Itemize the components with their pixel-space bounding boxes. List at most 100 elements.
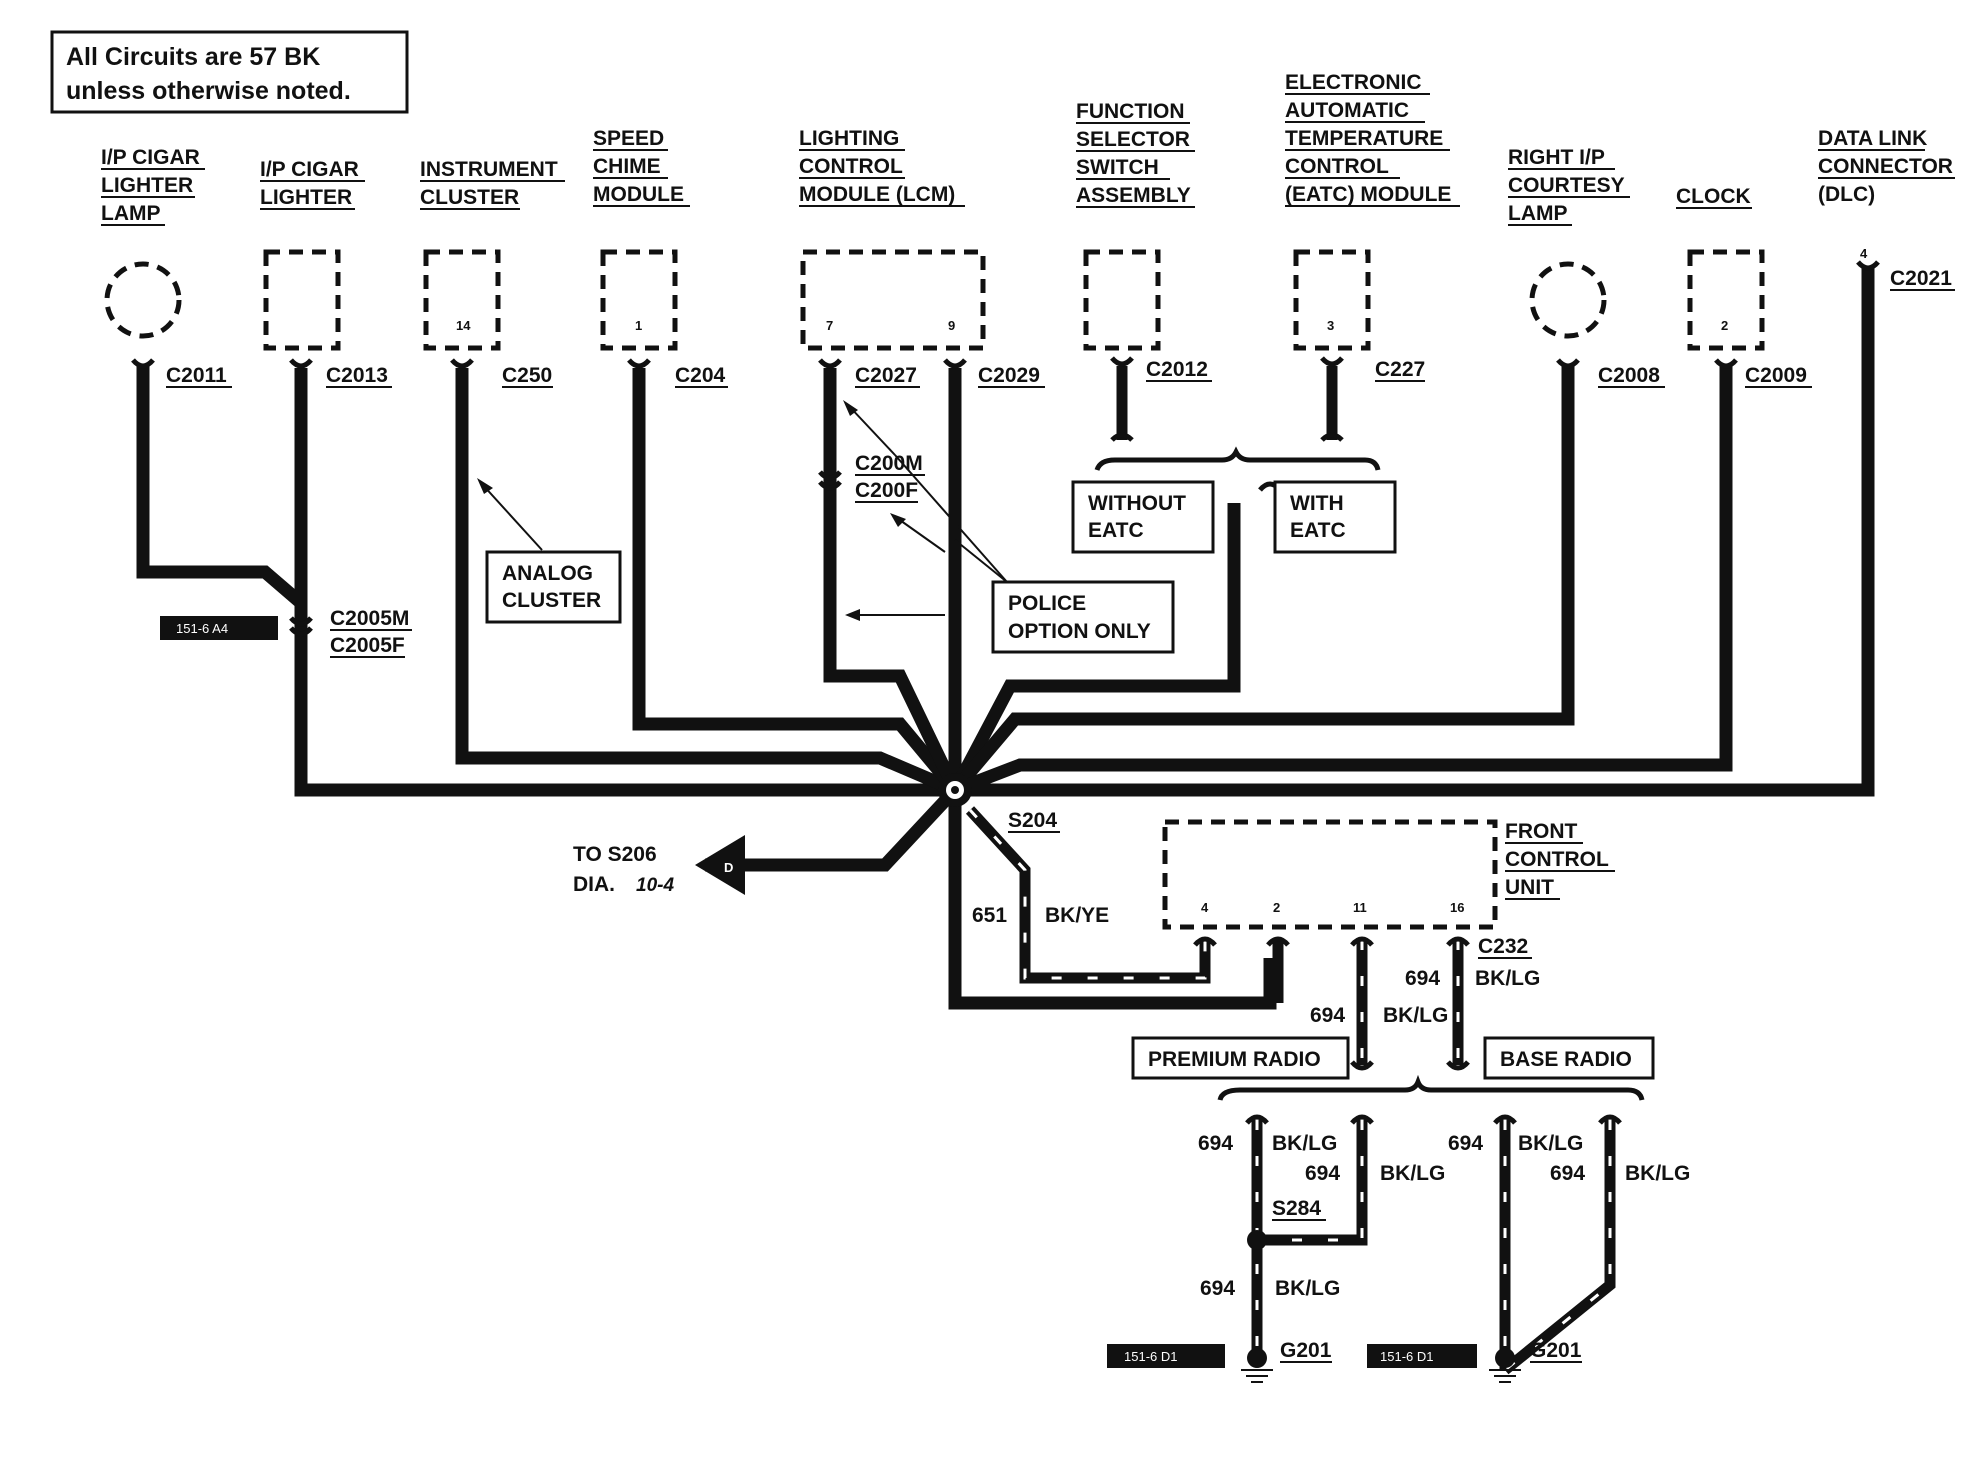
pin-dlc: 4: [1860, 246, 1868, 261]
svg-text:CONTROL: CONTROL: [799, 155, 903, 178]
svg-text:CLUSTER: CLUSTER: [502, 589, 601, 612]
ground-symbol-g201-b: [1489, 1348, 1521, 1383]
svg-text:LAMP: LAMP: [101, 202, 161, 225]
svg-text:BASE RADIO: BASE RADIO: [1500, 1048, 1632, 1071]
svg-text:LAMP: LAMP: [1508, 202, 1568, 225]
svg-text:CLUSTER: CLUSTER: [420, 186, 519, 209]
conn-c200f: C200F: [855, 479, 918, 502]
svg-text:CLOCK: CLOCK: [1676, 185, 1751, 208]
pin-clock: 2: [1721, 318, 1728, 333]
svg-text:D: D: [724, 860, 733, 875]
component-title-eatc: ELECTRONIC AUTOMATIC TEMPERATURE CONTROL…: [1285, 71, 1460, 207]
component-title-cigar-lighter: I/P CIGAR LIGHTER: [260, 158, 365, 210]
svg-text:651: 651: [972, 904, 1007, 927]
svg-text:FUNCTION: FUNCTION: [1076, 100, 1185, 123]
svg-text:I/P CIGAR: I/P CIGAR: [101, 146, 200, 169]
conn-c232: C232: [1478, 935, 1528, 958]
conn-c2021: C2021: [1890, 267, 1952, 290]
cigar-lighter-lamp-symbol: [104, 261, 182, 339]
svg-text:ELECTRONIC: ELECTRONIC: [1285, 71, 1422, 94]
svg-text:BK/LG: BK/LG: [1380, 1162, 1445, 1185]
wire-694-premium: [1350, 936, 1374, 1071]
svg-text:CONTROL: CONTROL: [1505, 848, 1609, 871]
svg-text:BK/LG: BK/LG: [1518, 1132, 1583, 1155]
conn-c2009: C2009: [1745, 364, 1807, 387]
conn-c2013: C2013: [326, 364, 388, 387]
component-title-speed-chime: SPEED CHIME MODULE: [593, 127, 690, 207]
base-radio-box: BASE RADIO: [1483, 1036, 1655, 1080]
instrument-cluster-symbol: [423, 249, 501, 351]
svg-text:I/P CIGAR: I/P CIGAR: [260, 158, 359, 181]
svg-text:CONNECTOR: CONNECTOR: [1818, 155, 1953, 178]
component-title-courtesy-lamp: RIGHT I/P COURTESY LAMP: [1508, 146, 1630, 226]
eatc-bracket: [1094, 446, 1381, 471]
pin-fcu-16: 16: [1450, 900, 1464, 915]
ref-tag-151-6-d1-b: 151-6 D1: [1367, 1344, 1477, 1368]
svg-text:POLICE: POLICE: [1008, 592, 1086, 615]
without-eatc-callout: WITHOUT EATC: [1071, 480, 1215, 554]
component-title-clock: CLOCK: [1676, 185, 1752, 209]
svg-text:ANALOG: ANALOG: [502, 562, 593, 585]
svg-text:(EATC) MODULE: (EATC) MODULE: [1285, 183, 1451, 206]
svg-text:151-6 D1: 151-6 D1: [1124, 1349, 1177, 1364]
wire-fcu-2-return: [1266, 936, 1290, 1003]
svg-text:BK/LG: BK/LG: [1475, 967, 1540, 990]
svg-text:OPTION ONLY: OPTION ONLY: [1008, 620, 1151, 643]
svg-text:LIGHTER: LIGHTER: [101, 174, 193, 197]
svg-text:694: 694: [1310, 1004, 1345, 1027]
conn-c2012: C2012: [1146, 358, 1208, 381]
svg-text:MODULE: MODULE: [593, 183, 684, 206]
ref-tag-151-6-d1-a: 151-6 D1: [1107, 1344, 1225, 1368]
svg-text:EATC: EATC: [1088, 519, 1144, 542]
svg-text:UNIT: UNIT: [1505, 876, 1554, 899]
offpage-dia: DIA.: [573, 873, 615, 896]
svg-text:PREMIUM RADIO: PREMIUM RADIO: [1148, 1048, 1321, 1071]
speed-chime-module-symbol: [600, 249, 678, 351]
pin-c250: 14: [456, 318, 471, 333]
conn-c2005f: C2005F: [330, 634, 405, 657]
svg-text:BK/LG: BK/LG: [1272, 1132, 1337, 1155]
svg-text:(DLC): (DLC): [1818, 183, 1875, 206]
svg-text:RIGHT I/P: RIGHT I/P: [1508, 146, 1605, 169]
component-title-lcm: LIGHTING CONTROL MODULE (LCM): [799, 127, 965, 207]
conn-c204: C204: [675, 364, 726, 387]
svg-text:BK/YE: BK/YE: [1045, 904, 1109, 927]
splice-s284: [1247, 1230, 1267, 1250]
eatc-module-symbol: [1293, 249, 1371, 351]
svg-text:EATC: EATC: [1290, 519, 1346, 542]
svg-text:CHIME: CHIME: [593, 155, 661, 178]
offpage-dia-num: 10-4: [636, 875, 674, 896]
conn-c2008: C2008: [1598, 364, 1660, 387]
ref-tag-151-6-a4: 151-6 A4: [160, 616, 278, 640]
svg-text:151-6 D1: 151-6 D1: [1380, 1349, 1433, 1364]
conn-c2027: C2027: [855, 364, 917, 387]
svg-text:SWITCH: SWITCH: [1076, 156, 1159, 179]
radio-bracket: [1217, 1074, 1645, 1101]
pin-lcm-b: 9: [948, 318, 955, 333]
wire-labels: 651 BK/YE 694 BK/LG 694 BK/LG 694 BK/LG …: [972, 904, 1690, 1300]
svg-text:WITHOUT: WITHOUT: [1088, 492, 1186, 515]
svg-text:COURTESY: COURTESY: [1508, 174, 1625, 197]
svg-text:694: 694: [1550, 1162, 1585, 1185]
ground-symbol-g201-a: [1241, 1348, 1273, 1383]
pin-fcu-2: 2: [1273, 900, 1280, 915]
svg-text:694: 694: [1448, 1132, 1483, 1155]
svg-text:151-6 A4: 151-6 A4: [176, 621, 228, 636]
with-eatc-callout: WITH EATC: [1273, 480, 1397, 554]
splice-s284-label: S284: [1272, 1197, 1321, 1220]
svg-text:SELECTOR: SELECTOR: [1076, 128, 1190, 151]
svg-text:INSTRUMENT: INSTRUMENT: [420, 158, 558, 181]
svg-text:WITH: WITH: [1290, 492, 1344, 515]
svg-text:BK/LG: BK/LG: [1275, 1277, 1340, 1300]
svg-text:AUTOMATIC: AUTOMATIC: [1285, 99, 1409, 122]
front-control-unit-symbol: [1162, 819, 1498, 930]
svg-text:LIGHTING: LIGHTING: [799, 127, 899, 150]
premium-radio-box: PREMIUM RADIO: [1131, 1036, 1350, 1080]
ground-g201-b-label: G201: [1530, 1339, 1582, 1362]
component-title-dlc: DATA LINK CONNECTOR (DLC): [1818, 127, 1955, 206]
connector-caps: [131, 260, 1880, 637]
conn-c2029: C2029: [978, 364, 1040, 387]
conn-c2011: C2011: [166, 364, 227, 387]
connector-labels: C2011 C2013 C250 C204 C2027 C2029 C2012 …: [166, 267, 1955, 1363]
